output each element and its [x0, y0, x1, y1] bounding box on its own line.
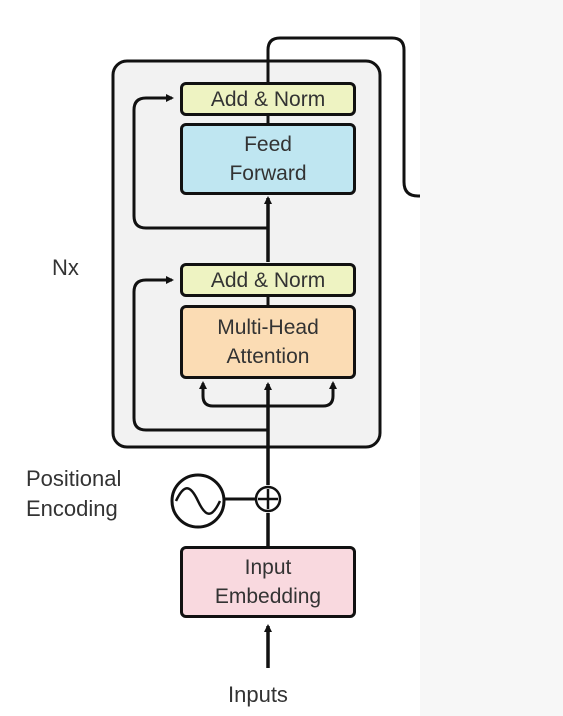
embedding-line-1: Input [244, 556, 292, 579]
attention-line-2: Attention [226, 345, 310, 368]
background-panel [420, 0, 563, 716]
output-line [266, 36, 420, 198]
positional-encoding-line-1: Positional [26, 466, 122, 491]
feed-forward-box: Feed Forward [180, 123, 356, 195]
residual-attention [132, 276, 268, 432]
repeat-label: Nx [52, 255, 79, 280]
input-embedding-box: Input Embedding [180, 546, 356, 618]
qkv-split [201, 384, 335, 408]
residual-ffn [132, 94, 268, 230]
multi-head-attention-box: Multi-Head Attention [180, 305, 356, 379]
embedding-line-2: Embedding [214, 585, 322, 608]
encoder-block [111, 59, 382, 449]
attention-line-1: Multi-Head [217, 316, 319, 339]
add-norm-top-label: Add & Norm [210, 87, 326, 111]
feed-forward-line-2: Forward [229, 162, 307, 185]
inputs-label: Inputs [228, 682, 288, 707]
add-norm-bottom-box: Add & Norm [180, 263, 356, 297]
add-norm-bottom-label: Add & Norm [210, 268, 326, 292]
positional-encoding-label: Positional Encoding [26, 464, 121, 524]
add-norm-top-box: Add & Norm [180, 82, 356, 116]
positional-encoding-line-2: Encoding [26, 496, 118, 521]
feed-forward-line-1: Feed [244, 133, 292, 156]
